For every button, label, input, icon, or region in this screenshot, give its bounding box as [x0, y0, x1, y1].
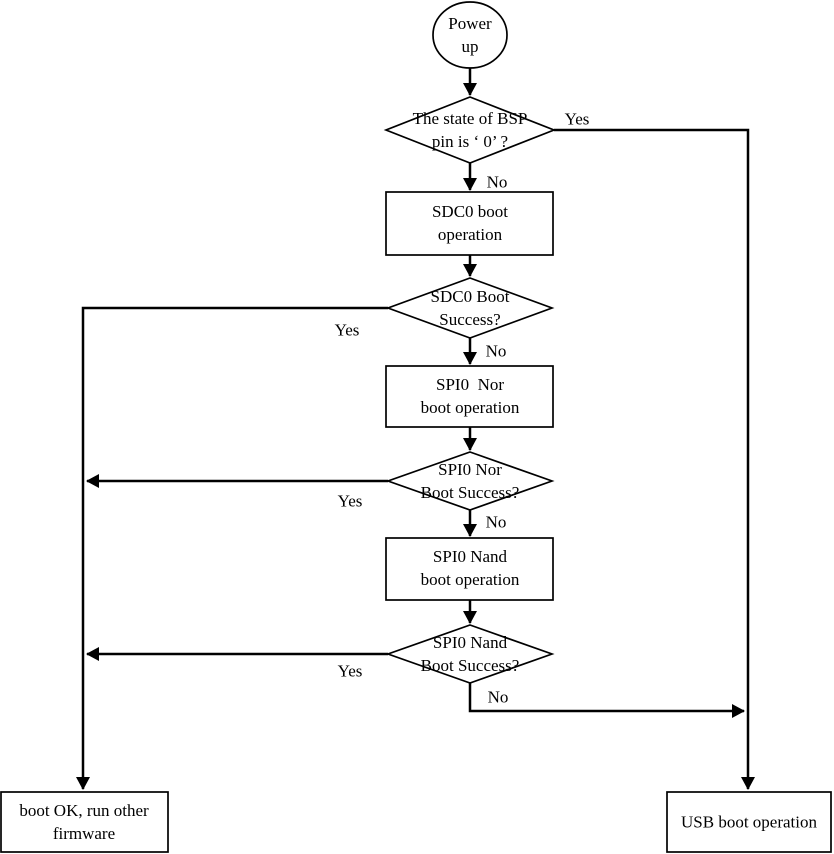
spi0-nor-no-label: No: [485, 512, 507, 532]
bsp-no-label: No: [486, 172, 508, 192]
spi0-nor-success-label: SPI0 Nor Boot Success?: [420, 460, 520, 502]
edge-bsp-yes-to-usb: [554, 128, 755, 790]
spi0-nor-yes-label: Yes: [337, 491, 363, 511]
sdc0-success-label: SDC0 Boot Success?: [430, 287, 510, 329]
power-up-label: Power up: [448, 14, 492, 56]
spi0-nand-success-diamond: [385, 624, 555, 684]
usb-boot-label: USB boot operation: [681, 812, 817, 832]
sdc0-no-label: No: [485, 341, 507, 361]
spi0-nor-boot-rect: [385, 365, 554, 428]
spi0-nor-success-diamond: [385, 451, 555, 511]
sdc0-boot-rect: [385, 191, 554, 256]
sdc0-boot-label: SDC0 boot operation: [431, 202, 509, 244]
bsp-pin-diamond: [383, 96, 557, 164]
boot-ok-label: boot OK, run other firmware: [19, 801, 149, 843]
bsp-pin-check-label: The state of BSP pin is ‘ 0’ ?: [412, 109, 528, 151]
spi0-nand-boot-label: SPI0 Nand boot operation: [420, 547, 520, 589]
sdc0-success-diamond: [385, 277, 555, 339]
edge-sdc0-yes-to-bootok: [76, 306, 388, 790]
boot-ok-rect: [0, 791, 169, 853]
start-circle: [432, 1, 508, 69]
spi0-nand-yes-label: Yes: [337, 661, 363, 681]
edge-spi0nand-no-to-usb-bus: [468, 683, 745, 718]
sdc0-yes-label: Yes: [334, 320, 360, 340]
usb-boot-rect: [666, 791, 832, 853]
bsp-yes-label: Yes: [564, 109, 590, 129]
spi0-nand-no-label: No: [487, 687, 509, 707]
spi0-nand-boot-rect: [385, 537, 554, 601]
spi0-nand-success-label: SPI0 Nand Boot Success?: [420, 633, 520, 675]
spi0-nor-boot-label: SPI0 Nor boot operation: [420, 375, 520, 417]
